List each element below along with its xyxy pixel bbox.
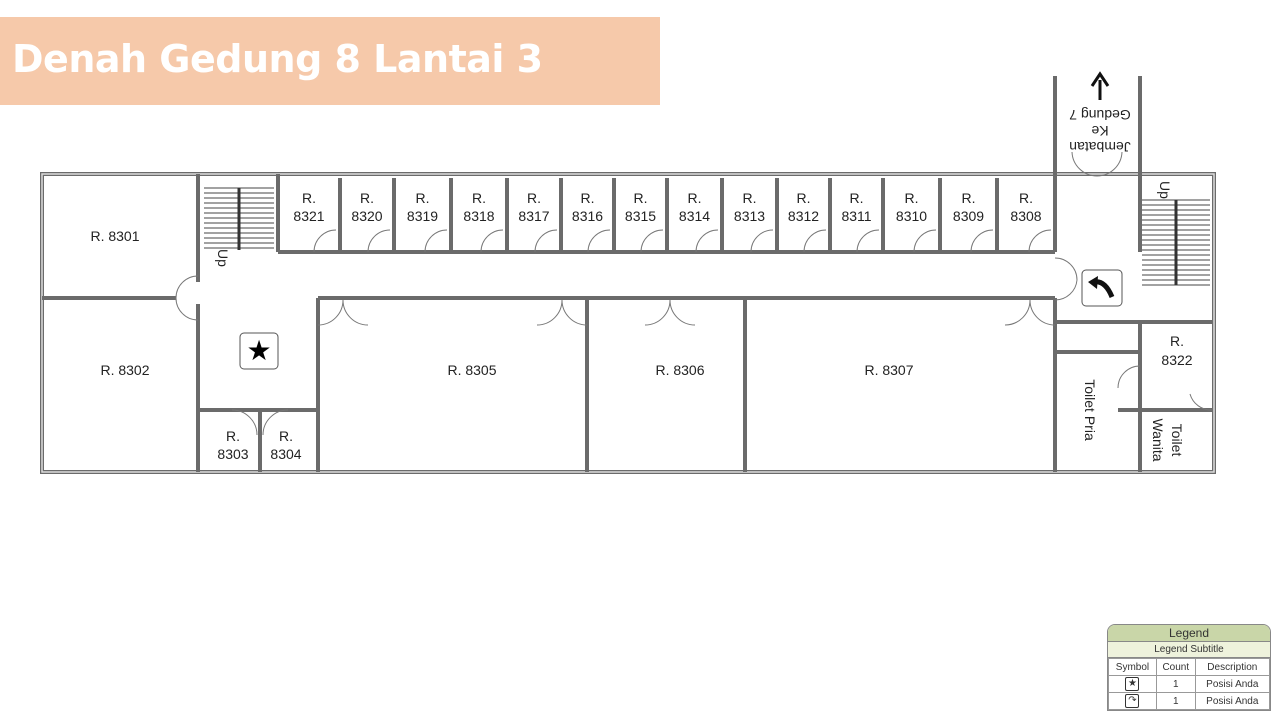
- room-8322-number: 8322: [1161, 352, 1192, 368]
- legend-description: Posisi Anda: [1194, 675, 1270, 693]
- bridge-label-2: Ke: [1091, 123, 1108, 139]
- room-number: 8310: [896, 208, 927, 224]
- legend-count: 1: [1155, 675, 1196, 693]
- room-prefix: R.: [416, 190, 430, 206]
- room-8306-label: R. 8306: [655, 362, 704, 378]
- walls: [40, 76, 1216, 474]
- toilet-pria-label: Toilet Pria: [1082, 379, 1098, 441]
- room-number: 8321: [293, 208, 324, 224]
- room-8301-label: R. 8301: [90, 228, 139, 244]
- page-title: Denah Gedung 8 Lantai 3: [12, 37, 543, 81]
- legend-count: 1: [1155, 692, 1196, 710]
- star-icon: ★: [1125, 677, 1140, 691]
- room-prefix: R.: [472, 190, 486, 206]
- room-prefix: R.: [302, 190, 316, 206]
- turn-arrow-icon: ↷: [1125, 694, 1140, 708]
- room-prefix: R.: [797, 190, 811, 206]
- room-number: 8320: [351, 208, 382, 224]
- stairs-up-label-right: Up: [1157, 181, 1173, 199]
- bridge-label-3: Gedung 7: [1069, 107, 1131, 123]
- room-prefix: R.: [634, 190, 648, 206]
- room-prefix: R.: [581, 190, 595, 206]
- room-number: 8312: [788, 208, 819, 224]
- room-8304-label: R.: [279, 428, 293, 444]
- room-number: 8313: [734, 208, 765, 224]
- room-8322-label: R.: [1170, 333, 1184, 349]
- room-prefix: R.: [850, 190, 864, 206]
- room-number: 8315: [625, 208, 656, 224]
- room-8305-label: R. 8305: [447, 362, 496, 378]
- room-prefix: R.: [1019, 190, 1033, 206]
- stairs-right: [1142, 199, 1210, 286]
- star-icon: ★: [239, 332, 279, 370]
- room-number: 8318: [463, 208, 494, 224]
- legend-header-description: Description: [1194, 658, 1270, 676]
- room-number: 8309: [953, 208, 984, 224]
- room-prefix: R.: [527, 190, 541, 206]
- stairs-left: [204, 187, 274, 250]
- room-8302-label: R. 8302: [100, 362, 149, 378]
- room-prefix: R.: [743, 190, 757, 206]
- room-number: 8308: [1010, 208, 1041, 224]
- bridge-label-1: Jembatan: [1069, 139, 1130, 155]
- legend-title: Legend: [1108, 625, 1270, 642]
- room-8304-number: 8304: [270, 446, 301, 462]
- room-prefix: R.: [688, 190, 702, 206]
- toilet-wanita-label-1: Toilet: [1169, 424, 1185, 457]
- room-number: 8311: [841, 208, 871, 224]
- room-number: 8314: [679, 208, 710, 224]
- room-8303-label: R.: [226, 428, 240, 444]
- room-8303-number: 8303: [217, 446, 248, 462]
- stairs-up-label-left: Up: [215, 249, 231, 267]
- room-number: 8319: [407, 208, 438, 224]
- room-prefix: R.: [905, 190, 919, 206]
- legend-header-count: Count: [1155, 658, 1196, 676]
- room-number: 8317: [518, 208, 549, 224]
- bridge-arrow-icon: [1090, 71, 1110, 100]
- turn-arrow-icon: [1081, 269, 1123, 307]
- legend-header-symbol: Symbol: [1108, 658, 1157, 676]
- room-prefix: R.: [360, 190, 374, 206]
- legend-description: Posisi Anda: [1194, 692, 1270, 710]
- svg-text:★: ★: [246, 335, 271, 366]
- room-number: 8316: [572, 208, 603, 224]
- toilet-wanita-label-2: Wanita: [1150, 418, 1166, 461]
- room-8307-label: R. 8307: [864, 362, 913, 378]
- legend-subtitle: Legend Subtitle: [1108, 642, 1270, 658]
- title-bar: Denah Gedung 8 Lantai 3: [0, 17, 660, 105]
- room-prefix: R.: [962, 190, 976, 206]
